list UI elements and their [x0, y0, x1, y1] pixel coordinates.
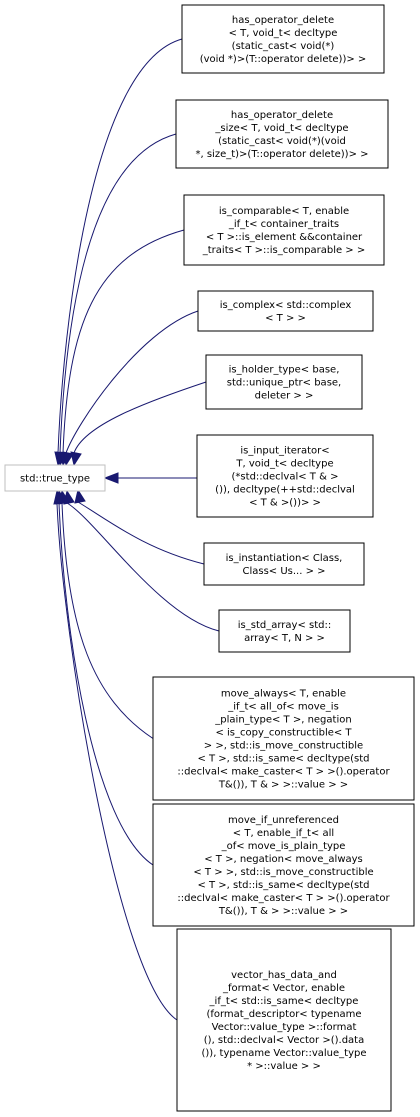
node-label-line: has_operator_delete: [231, 110, 333, 121]
node-label-line: *, size_t)>(T::operator delete))> >: [195, 149, 368, 160]
node-box: [196, 434, 374, 518]
inheritance-edge-has_operator_delete_size: [59, 133, 177, 454]
derived-class-node-move_if_unreferenced[interactable]: move_if_unreferenced < T, enable_if_t< al…: [152, 803, 415, 927]
node-label-line: _if_t< all_of< move_is: [227, 702, 339, 713]
node-label-line: < T & >())> >: [249, 498, 321, 509]
derived-class-node-has_operator_delete[interactable]: has_operator_delete < T, void_t< decltype…: [181, 4, 385, 74]
derived-class-node-is_std_array[interactable]: is_std_array< std::array< T, N > >: [218, 609, 351, 653]
node-label-line: _plain_type< T >, negation: [214, 715, 351, 726]
derived-class-node-is_input_iterator[interactable]: is_input_iterator< T, void_t< decltype (*s…: [196, 434, 374, 518]
node-label-line: is_std_array< std::: [238, 620, 331, 631]
node-label-line: vector_has_data_and: [231, 970, 337, 981]
base-class-node[interactable]: std::true_type: [4, 464, 106, 492]
node-label-line: ::declval< make_caster< T > >().operator: [177, 893, 390, 904]
node-label-line: _of< move_is_plain_type: [221, 841, 346, 852]
node-label-line: _if_t< container_traits: [228, 219, 339, 230]
derived-class-node-is_instantiation[interactable]: is_instantiation< Class, Class< Us... > >: [203, 542, 365, 586]
node-label-line: ()), typename Vector::value_type: [201, 1048, 366, 1059]
node-label-line: std::unique_ptr< base,: [227, 378, 341, 389]
node-label-line: * >::value > >: [247, 1061, 321, 1072]
node-label-line: _traits< T >::is_comparable > >: [202, 245, 366, 256]
node-label-line: (*std::declval< T & >: [232, 472, 339, 483]
node-label-line: < T, enable_if_t< all: [233, 828, 334, 839]
node-label-line: < T > >, std::is_move_constructible: [193, 867, 373, 878]
node-label-line: < T >, std::is_same< decltype(std: [197, 880, 369, 891]
node-label-line: deleter > >: [255, 391, 314, 402]
arrowhead-is_complex: [62, 451, 74, 467]
node-label-line: has_operator_delete: [232, 15, 334, 26]
node-box: [197, 290, 374, 332]
node-label-line: move_if_unreferenced: [228, 815, 339, 826]
node-label-line: is_complex< std::complex: [220, 300, 352, 311]
derived-class-node-is_holder_type[interactable]: is_holder_type< base,std::unique_ptr< ba…: [205, 354, 363, 410]
node-box: [176, 928, 392, 1112]
node-label-line: (void *)>(T::operator delete))> >: [200, 54, 367, 65]
edges-layer: [53, 38, 220, 1021]
node-box: [152, 676, 415, 801]
node-box: [205, 354, 363, 410]
node-label-line: _format< Vector, enable: [222, 983, 345, 994]
inheritance-edge-vector_has_data_and_format: [56, 502, 178, 1021]
inheritance-edge-is_std_array: [66, 502, 220, 632]
derived-class-node-move_always[interactable]: move_always< T, enable _if_t< all_of< mov…: [152, 676, 415, 801]
node-label-line: Class< Us... > >: [242, 566, 325, 577]
node-label-line: < T >, negation< move_always: [204, 854, 363, 865]
node-box: [183, 194, 385, 266]
node-label-line: T, void_t< decltype: [235, 459, 333, 470]
derived-class-node-has_operator_delete_size[interactable]: has_operator_delete _size< T, void_t< dec…: [175, 99, 389, 169]
node-label-line: ::declval< make_caster< T > >().operator: [177, 767, 390, 778]
arrowhead-vector_has_data_and_format: [53, 489, 65, 505]
node-label-line: < T >, std::is_same< decltype(std: [197, 754, 369, 765]
inheritance-edge-is_instantiation: [77, 501, 205, 565]
arrowhead-is_holder_type: [70, 451, 82, 467]
node-label-line: _if_t< std::is_same< decltype: [209, 996, 359, 1007]
derived-class-node-vector_has_data_and_format[interactable]: vector_has_data_and _format< Vector, enab…: [176, 928, 392, 1112]
node-label-line: is_comparable< T, enable: [219, 206, 349, 217]
node-label-line: T&()), T & > >::value > >: [218, 906, 348, 917]
node-box: [152, 803, 415, 927]
node-label-line: < T, void_t< decltype: [229, 28, 338, 39]
derived-class-node-is_comparable[interactable]: is_comparable< T, enable _if_t< container…: [183, 194, 385, 266]
inheritance-edge-move_always: [61, 502, 154, 739]
node-box: [181, 4, 385, 74]
node-label-line: is_input_iterator<: [240, 446, 329, 457]
node-label-line: (), std::declval< Vector >().data: [204, 1035, 364, 1046]
node-label-line: move_always< T, enable: [221, 689, 346, 700]
node-label-line: < is_copy_constructible< T: [215, 728, 352, 739]
node-box: [218, 609, 351, 653]
node-label-line: std::true_type: [20, 474, 90, 485]
derived-class-node-is_complex[interactable]: is_complex< std::complex< T > >: [197, 290, 374, 332]
node-label-line: T&()), T & > >::value > >: [218, 780, 348, 791]
node-box: [4, 464, 106, 492]
inheritance-edge-move_if_unreferenced: [58, 502, 154, 866]
node-box: [203, 542, 365, 586]
arrowhead-is_input_iterator: [103, 472, 119, 484]
node-label-line: (format_descriptor< typename: [206, 1009, 361, 1020]
node-label-line: < T >::is_element &&container: [206, 232, 363, 243]
node-label-line: (static_cast< void(*)(void: [218, 136, 346, 147]
inheritance-edge-has_operator_delete: [57, 38, 183, 454]
node-label-line: (static_cast< void(*): [232, 41, 335, 52]
node-box: [175, 99, 389, 169]
node-label-line: is_holder_type< base,: [229, 365, 340, 376]
node-label-line: array< T, N > >: [244, 633, 325, 644]
inheritance-edge-is_complex: [65, 310, 199, 454]
node-label-line: is_instantiation< Class,: [226, 553, 343, 564]
node-label-line: _size< T, void_t< decltype: [214, 123, 348, 134]
arrowhead-is_instantiation: [74, 488, 86, 504]
node-label-line: ()), decltype(++std::declval: [215, 485, 355, 496]
node-label-line: < T > >: [265, 313, 306, 324]
inheritance-edge-is_holder_type: [73, 381, 207, 454]
inheritance-edge-is_comparable: [62, 229, 185, 454]
node-label-line: Vector::value_type >::format: [212, 1022, 357, 1033]
node-label-line: > >, std::is_move_constructible: [204, 741, 363, 752]
